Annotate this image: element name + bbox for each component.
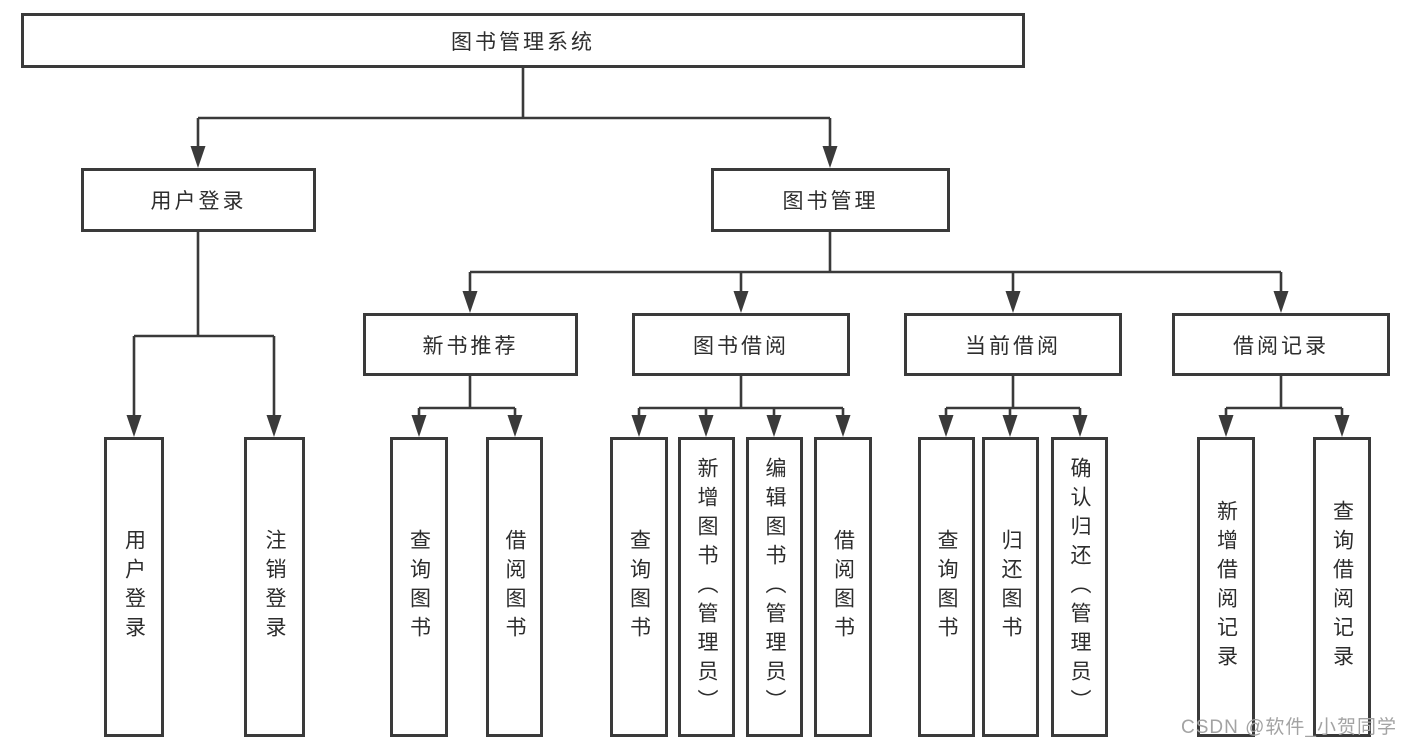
leaf-user-login-label: 用户登录 <box>122 529 146 645</box>
leaf-bb-edit-book-admin: 编辑图书（管理员） <box>746 437 803 737</box>
leaf-rec-query-books-label: 查询图书 <box>407 529 431 645</box>
node-root-label: 图书管理系统 <box>451 30 595 54</box>
leaf-bb-edit-book-admin-label: 编辑图书（管理员） <box>763 456 786 718</box>
leaf-rec-borrow-books: 借阅图书 <box>486 437 543 737</box>
leaf-br-query-record-label: 查询借阅记录 <box>1330 500 1354 674</box>
node-book-borrowing-label: 图书借阅 <box>693 334 789 358</box>
node-borrowing-records-label: 借阅记录 <box>1233 334 1329 358</box>
leaf-user-login: 用户登录 <box>104 437 164 737</box>
leaf-logout-label: 注销登录 <box>263 529 286 645</box>
leaf-bb-add-book-admin: 新增图书（管理员） <box>678 437 735 737</box>
leaf-cb-query-books-label: 查询图书 <box>935 529 958 645</box>
leaf-cb-confirm-return-admin-label: 确认归还（管理员） <box>1068 456 1091 718</box>
node-root: 图书管理系统 <box>21 13 1025 68</box>
leaf-br-add-record-label: 新增借阅记录 <box>1214 500 1238 674</box>
leaf-cb-return-books-label: 归还图书 <box>999 529 1022 645</box>
leaf-bb-borrow-books: 借阅图书 <box>814 437 872 737</box>
leaf-bb-add-book-admin-label: 新增图书（管理员） <box>695 456 718 718</box>
node-current-borrowing-label: 当前借阅 <box>965 334 1061 358</box>
leaf-cb-query-books: 查询图书 <box>918 437 975 737</box>
watermark: CSDN @软件_小贺同学 <box>1181 717 1397 738</box>
node-book-management-label: 图书管理 <box>782 190 879 213</box>
node-current-borrowing: 当前借阅 <box>904 313 1122 376</box>
leaf-bb-query-books-label: 查询图书 <box>627 529 651 645</box>
leaf-rec-borrow-books-label: 借阅图书 <box>503 529 526 645</box>
node-new-book-recommendation: 新书推荐 <box>363 313 578 376</box>
leaf-cb-confirm-return-admin: 确认归还（管理员） <box>1051 437 1108 737</box>
leaf-cb-return-books: 归还图书 <box>982 437 1039 737</box>
leaf-br-add-record: 新增借阅记录 <box>1197 437 1255 737</box>
node-user-login: 用户登录 <box>81 168 316 232</box>
node-user-login-label: 用户登录 <box>150 190 247 213</box>
node-borrowing-records: 借阅记录 <box>1172 313 1390 376</box>
leaf-logout: 注销登录 <box>244 437 305 737</box>
leaf-bb-query-books: 查询图书 <box>610 437 668 737</box>
leaf-bb-borrow-books-label: 借阅图书 <box>831 529 855 645</box>
node-book-management: 图书管理 <box>711 168 950 232</box>
node-new-book-recommendation-label: 新书推荐 <box>422 334 519 358</box>
leaf-rec-query-books: 查询图书 <box>390 437 448 737</box>
node-book-borrowing: 图书借阅 <box>632 313 850 376</box>
leaf-br-query-record: 查询借阅记录 <box>1313 437 1371 737</box>
